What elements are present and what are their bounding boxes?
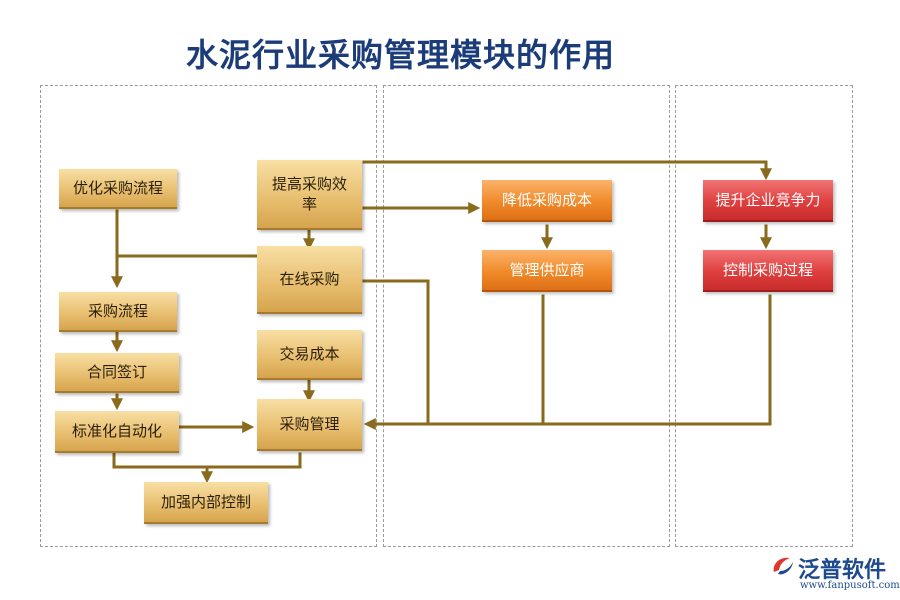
node-supplier-mgmt: 管理供应商 [482, 250, 612, 292]
node-control-process: 控制采购过程 [703, 250, 833, 292]
logo-name: 泛普软件 [798, 558, 887, 583]
panel-middle [383, 85, 670, 547]
panel-left [40, 85, 377, 547]
connector-bottom-join [112, 452, 302, 469]
brand-logo: 泛普软件 www.fanpusoft.com [770, 552, 900, 598]
node-internal-control: 加强内部控制 [144, 482, 268, 524]
node-raise-efficiency: 提高采购效 率 [257, 160, 362, 230]
panel-right [675, 85, 853, 547]
node-online-purchase: 在线采购 [257, 246, 362, 314]
node-purchase-flow: 采购流程 [59, 292, 177, 332]
connector-online-to-return [362, 279, 430, 426]
node-standard-auto: 标准化自动化 [55, 411, 179, 453]
node-purchase-mgmt: 采购管理 [257, 399, 362, 451]
node-contract-sign: 合同签订 [55, 353, 179, 393]
node-reduce-cost: 降低采购成本 [482, 180, 612, 222]
page-title: 水泥行业采购管理模块的作用 [186, 36, 616, 74]
node-optimize-flow: 优化采购流程 [59, 169, 177, 209]
logo-url: www.fanpusoft.com [800, 580, 900, 591]
connector-top-to-competitiveness [362, 160, 772, 181]
logo-mark-icon [773, 557, 793, 575]
node-competitiveness: 提升企业竞争力 [703, 180, 833, 222]
node-transaction-cost: 交易成本 [257, 330, 362, 380]
